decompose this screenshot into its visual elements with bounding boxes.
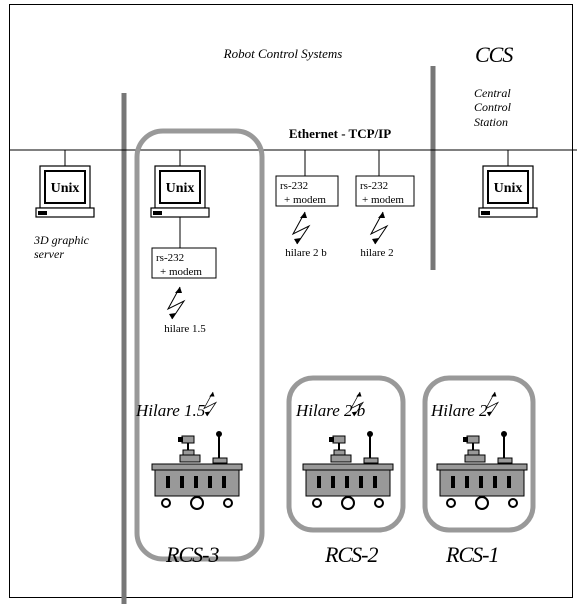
modem-line2: + modem: [284, 194, 326, 206]
ccs-name-line3: Station: [474, 115, 508, 129]
diagram-frame: [9, 4, 573, 598]
rcs2-modem: [275, 175, 339, 207]
robot-name: Hilare 1.5: [135, 401, 205, 420]
link-label: hilare 1.5: [164, 323, 206, 335]
ccs-name-line2: Control: [474, 100, 512, 114]
ccs-label: CCS: [475, 42, 513, 67]
radio-link-icon: [370, 211, 388, 245]
graphic-server-label-line2: server: [34, 247, 64, 261]
robot-vehicle-icon: [436, 430, 528, 510]
robot-control-systems-title: Robot Control Systems: [223, 46, 343, 61]
rcs3-box: [134, 128, 265, 562]
radio-link-icon: [485, 391, 499, 417]
robot-name: Hilare 2: [430, 401, 488, 420]
rcs-label: RCS-3: [165, 542, 219, 567]
robot-vehicle-icon: [151, 430, 243, 510]
computer-label: Unix: [51, 181, 80, 196]
modem-line1: rs-232: [156, 252, 184, 264]
radio-link-icon: [203, 391, 217, 417]
radio-link-icon: [167, 286, 185, 320]
radio-link-icon: [292, 211, 310, 245]
robot-name: Hilare 2 b: [295, 401, 365, 420]
rcs-label: RCS-2: [324, 542, 378, 567]
link-label: hilare 2 b: [285, 247, 327, 259]
ccs-computer: Unix: [478, 165, 538, 218]
graphic-server-computer: Unix: [35, 165, 95, 218]
rcs1-box: [422, 375, 536, 533]
rcs3-modem: [151, 247, 217, 279]
modem-line1: rs-232: [360, 180, 388, 192]
modem-line1: rs-232: [280, 180, 308, 192]
rcs1-modem: [355, 175, 415, 207]
computer-label: Unix: [494, 181, 523, 196]
computer-label: Unix: [166, 181, 195, 196]
modem-line2: + modem: [160, 266, 202, 278]
modem-line2: + modem: [362, 194, 404, 206]
rcs-label: RCS-1: [445, 542, 498, 567]
robot-vehicle-icon: [302, 430, 394, 510]
rcs3-computer: Unix: [150, 165, 210, 218]
rcs2-box: [286, 375, 406, 533]
graphic-server-label-line1: 3D graphic: [33, 233, 90, 247]
ethernet-label: Ethernet - TCP/IP: [289, 126, 391, 141]
ccs-name-line1: Central: [474, 86, 511, 100]
link-label: hilare 2: [360, 247, 393, 259]
